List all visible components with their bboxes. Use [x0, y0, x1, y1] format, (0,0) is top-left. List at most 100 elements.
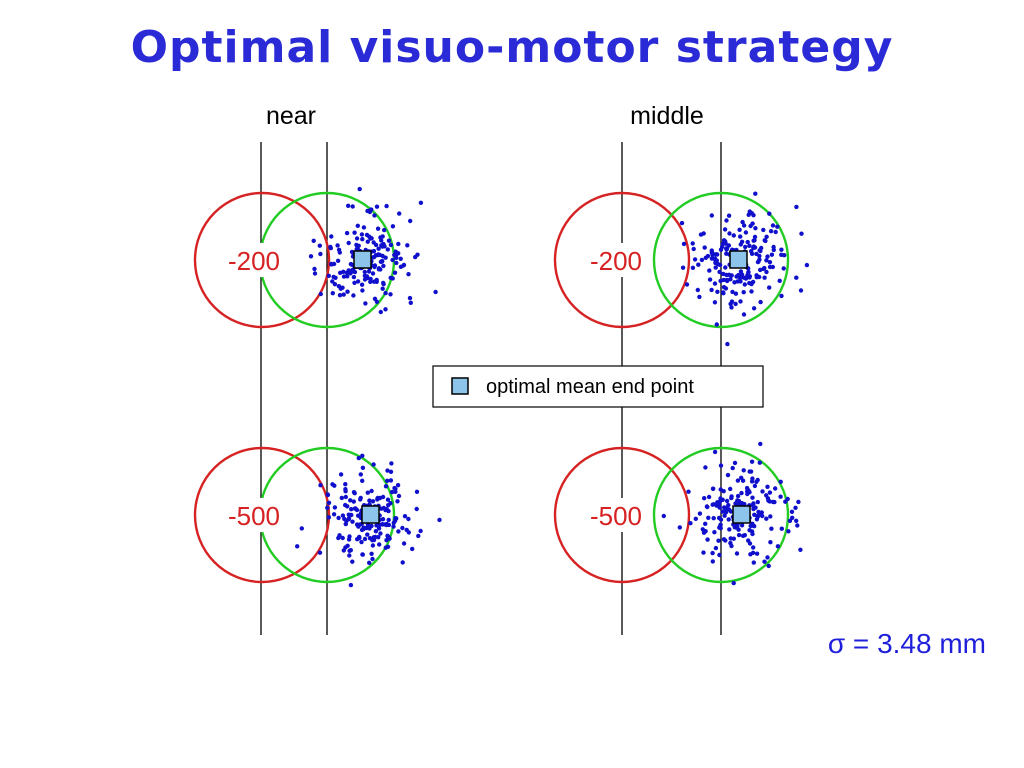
endpoint-dot — [737, 227, 742, 232]
endpoint-dot — [385, 497, 391, 502]
endpoint-dot — [750, 550, 756, 555]
endpoint-dot — [751, 560, 756, 565]
endpoint-dot — [739, 523, 745, 528]
endpoint-dot — [729, 494, 734, 499]
endpoint-dot — [354, 246, 359, 252]
endpoint-dot — [388, 478, 394, 483]
endpoint-dot — [779, 247, 784, 252]
endpoint-dot — [374, 277, 379, 283]
endpoint-dot — [391, 520, 396, 525]
endpoint-dot — [387, 536, 392, 541]
endpoint-dot — [364, 525, 370, 530]
endpoint-dot — [751, 238, 756, 243]
endpoint-dot — [396, 493, 402, 499]
endpoint-dot — [727, 527, 732, 532]
endpoint-dot — [370, 543, 376, 548]
endpoint-dot — [749, 251, 755, 256]
endpoint-dot — [733, 291, 739, 296]
endpoint-dot — [404, 527, 409, 533]
endpoint-dot — [721, 238, 727, 243]
endpoint-dot — [710, 486, 716, 491]
endpoint-dot — [764, 234, 769, 239]
panel-near-500: -500 — [193, 446, 442, 588]
endpoint-dot — [381, 263, 386, 269]
endpoint-dot — [747, 469, 752, 474]
endpoint-dot — [329, 234, 334, 239]
endpoint-dot — [395, 499, 400, 504]
endpoint-dot — [712, 300, 718, 305]
endpoint-dot — [741, 312, 747, 317]
endpoint-dot — [783, 499, 788, 504]
endpoint-dot — [295, 544, 300, 549]
sigma-value: σ = 3.48 mm — [827, 628, 986, 659]
endpoint-dot — [703, 529, 708, 534]
endpoint-dot — [728, 277, 733, 282]
penalty-circle — [553, 191, 691, 329]
endpoint-dot — [357, 186, 362, 192]
endpoint-dot — [721, 285, 727, 290]
endpoint-dot — [739, 490, 744, 496]
endpoint-dot — [723, 241, 728, 246]
endpoint-dot — [406, 516, 411, 522]
endpoint-dot — [333, 275, 338, 280]
endpoint-dot — [764, 493, 769, 498]
endpoint-dot — [401, 263, 406, 268]
endpoint-dot — [702, 245, 707, 250]
label-bg — [580, 243, 650, 277]
endpoint-dot — [402, 514, 408, 519]
endpoint-dot — [371, 249, 376, 254]
endpoint-dot — [343, 482, 348, 487]
endpoint-dot — [709, 256, 715, 261]
endpoint-dot — [374, 204, 380, 209]
endpoint-dot — [328, 245, 333, 251]
penalty-label: -200 — [228, 246, 280, 276]
endpoint-dot — [341, 274, 347, 279]
endpoint-dot — [696, 262, 701, 267]
endpoint-dot — [718, 463, 724, 468]
panel-middle-500: -500 — [553, 441, 803, 586]
endpoint-dot — [767, 490, 773, 495]
endpoint-dot — [391, 524, 396, 529]
endpoint-dot — [726, 213, 732, 218]
endpoint-dot — [690, 241, 695, 246]
endpoint-dot — [764, 269, 769, 275]
endpoint-dot — [332, 282, 338, 287]
endpoint-dot — [730, 289, 735, 295]
endpoint-dot — [686, 489, 691, 494]
endpoint-dot — [393, 516, 398, 521]
endpoint-dot — [729, 543, 734, 549]
endpoint-dot — [317, 243, 322, 248]
endpoint-dot — [757, 274, 762, 280]
endpoint-dot — [725, 341, 730, 347]
endpoint-dot — [349, 512, 354, 518]
endpoint-dot — [368, 207, 373, 213]
endpoint-dot — [396, 529, 401, 534]
endpoint-dot — [318, 483, 323, 488]
label-bg — [580, 498, 650, 532]
label-bg — [218, 243, 288, 277]
endpoint-dot — [396, 241, 401, 247]
endpoint-dot — [406, 272, 411, 277]
endpoint-dot — [325, 492, 331, 498]
target-circle — [652, 446, 790, 584]
endpoint-dot — [777, 278, 782, 283]
column-label-near: near — [266, 102, 316, 130]
endpoint-dot — [735, 498, 740, 503]
endpoint-dot — [710, 252, 715, 258]
endpoint-dot — [702, 496, 707, 501]
endpoint-dot — [717, 552, 722, 558]
endpoint-dot — [359, 232, 365, 237]
endpoint-dot — [681, 241, 687, 247]
endpoint-dot — [367, 498, 372, 503]
endpoint-dot — [380, 253, 385, 259]
endpoint-dot — [337, 533, 342, 538]
endpoint-dot — [373, 529, 379, 534]
endpoint-dot — [350, 267, 355, 273]
endpoint-dot — [343, 487, 348, 492]
endpoint-dot — [437, 517, 442, 523]
endpoint-dot — [753, 505, 758, 510]
endpoint-dot — [726, 243, 732, 248]
endpoint-dot — [765, 484, 770, 489]
endpoint-dot — [725, 472, 731, 478]
